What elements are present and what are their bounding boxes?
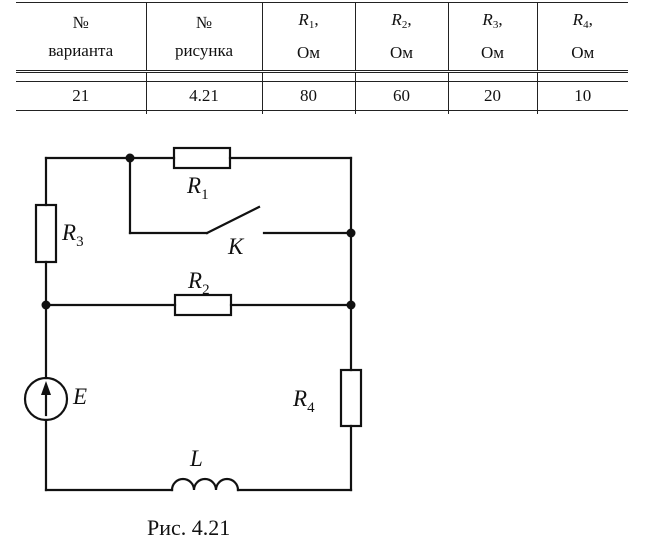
header-variant-label: варианта	[48, 40, 114, 60]
parameters-table: № варианта № рисунка R1, Ом R2, Ом R3, О…	[16, 2, 628, 114]
header-r4: R4, Ом	[536, 2, 628, 73]
emf-source-circle	[23, 376, 69, 422]
junction-dot	[41, 300, 51, 310]
label-emf-e: E	[72, 384, 87, 409]
header-r2-symbol: R	[391, 10, 402, 29]
header-r2-subscript: 2	[401, 19, 408, 31]
switch-blade	[205, 205, 261, 235]
table-header-row: № варианта № рисунка R1, Ом R2, Ом R3, О…	[16, 2, 628, 73]
header-r4-subscript: 4	[583, 19, 589, 31]
header-r2-comma: ,	[407, 10, 412, 29]
header-r3-symbol: R	[482, 10, 493, 29]
junction-dot	[125, 153, 135, 163]
inductor-coil	[170, 477, 240, 492]
header-r4-symbol: R	[572, 10, 584, 29]
header-r2-unit: Ом	[389, 43, 414, 62]
cell-r3: 20	[447, 81, 538, 111]
header-r4-comma: ,	[588, 10, 593, 29]
header-r1-comma: ,	[314, 10, 319, 29]
header-r3-subscript: 3	[492, 19, 499, 31]
table-row: 21 4.21 80 60 20 10	[16, 81, 628, 111]
header-figure-label: рисунка	[174, 40, 234, 60]
header-r3-unit: Ом	[480, 43, 505, 62]
junction-dot	[346, 300, 356, 310]
resistor-r2	[173, 293, 233, 317]
label-inductor-l: L	[189, 446, 203, 471]
header-r2: R2, Ом	[354, 2, 449, 73]
cell-r4: 10	[536, 81, 628, 111]
header-number-sign: №	[72, 12, 89, 32]
resistor-r4	[339, 368, 363, 428]
header-r1-symbol: R	[298, 10, 309, 29]
table-tail-row	[16, 110, 628, 114]
header-r4-unit: Ом	[571, 43, 595, 62]
label-r1: R1	[186, 173, 209, 203]
label-switch-k: K	[227, 234, 245, 259]
junction-dot	[346, 228, 356, 238]
label-r3: R3	[61, 220, 84, 250]
emf-arrow-head-icon	[41, 381, 51, 395]
figure-caption: Рис. 4.21	[147, 515, 230, 540]
header-r1-subscript: 1	[308, 19, 315, 31]
header-r1: R1, Ом	[261, 2, 356, 73]
cell-figure: 4.21	[145, 81, 263, 111]
header-r3-comma: ,	[498, 10, 503, 29]
header-r3: R3, Ом	[447, 2, 538, 73]
resistor-r3	[34, 203, 58, 264]
cell-variant: 21	[16, 81, 147, 111]
header-variant-number: № варианта	[16, 2, 147, 73]
header-figure-number: № рисунка	[145, 2, 263, 73]
header-number-sign: №	[195, 12, 213, 32]
cell-r2: 60	[354, 81, 449, 111]
label-r2: R2	[187, 268, 210, 298]
header-r1-unit: Ом	[296, 43, 321, 62]
resistor-r1	[172, 146, 232, 170]
table-spacer-row	[16, 71, 628, 82]
label-r4: R4	[292, 386, 315, 416]
